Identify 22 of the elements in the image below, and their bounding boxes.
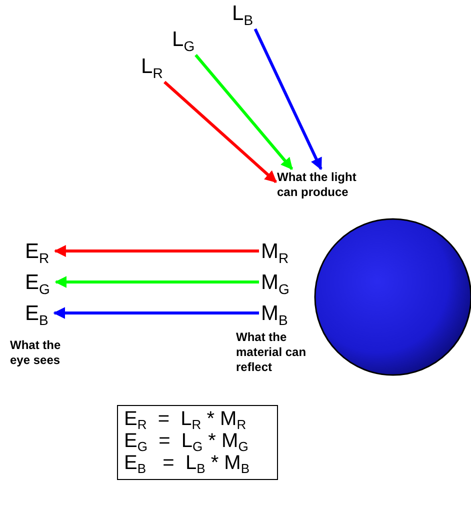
symbol-label: L$_{R}$ [141, 55, 163, 79]
arrow [254, 28, 322, 170]
note-text: What the eye sees [10, 338, 62, 368]
symbol-label: E$_{R}$ [25, 240, 50, 264]
symbol-label: M$_{R}$ [261, 240, 289, 264]
arrow [194, 54, 294, 170]
equation: E$_{G}$ = L$_{G}$ * M$_{G}$ [124, 430, 250, 452]
note-text: What the material can reflect [236, 330, 308, 375]
note-text: What the light can produce [277, 170, 377, 200]
symbol-label: M$_{G}$ [261, 271, 290, 295]
symbol-label: M$_{B}$ [261, 302, 288, 326]
formula-box [117, 405, 278, 480]
symbol-label: L$_{G}$ [172, 28, 195, 52]
arrow [53, 307, 259, 319]
equation: E$_{B}$ = L$_{B}$ * M$_{B}$ [124, 452, 251, 474]
arrow [54, 276, 259, 288]
symbol-label: E$_{G}$ [25, 271, 50, 295]
arrow [54, 245, 259, 257]
symbol-label: E$_{B}$ [25, 302, 48, 326]
equation: E$_{R}$ = L$_{R}$ * M$_{R}$ [124, 408, 248, 430]
arrow [164, 80, 277, 184]
symbol-label: L$_{B}$ [232, 2, 254, 26]
